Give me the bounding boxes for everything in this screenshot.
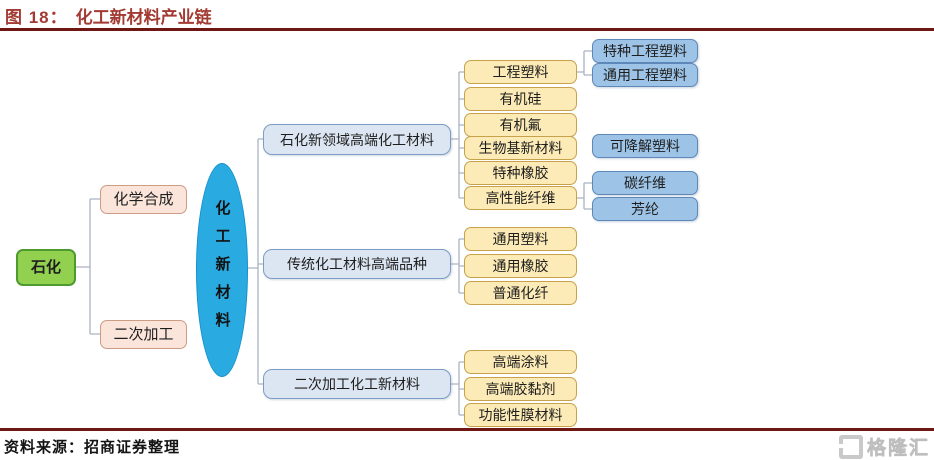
hub-label: 化工新材料 bbox=[213, 200, 231, 340]
node-engineering-plastics: 工程塑料 bbox=[464, 60, 577, 84]
node-carbon-fiber: 碳纤维 bbox=[592, 171, 698, 195]
connector-high-performance-fiber-to-leaves bbox=[577, 182, 592, 210]
node-chemical-new-materials-hub: 化工新材料 bbox=[196, 163, 248, 377]
node-ordinary-chemical-fiber: 普通化纤 bbox=[464, 281, 577, 305]
node-high-end-adhesives: 高端胶黏剂 bbox=[464, 377, 577, 401]
node-secondary-processing: 二次加工 bbox=[100, 320, 187, 349]
node-organofluorine: 有机氟 bbox=[464, 113, 577, 137]
node-aramid: 芳纶 bbox=[592, 197, 698, 221]
node-specialty-rubber: 特种橡胶 bbox=[464, 161, 577, 185]
gelonghui-watermark-text: 格隆汇 bbox=[866, 438, 930, 460]
node-general-plastics: 通用塑料 bbox=[464, 227, 577, 251]
figure-title-text: 化工新材料产业链 bbox=[75, 8, 212, 27]
figure-title: 图 18： 化工新材料产业链 bbox=[5, 3, 212, 28]
node-petrochemical: 石化 bbox=[16, 249, 76, 286]
node-high-end-coatings: 高端涂料 bbox=[464, 350, 577, 374]
top-divider-rule bbox=[0, 28, 934, 31]
connector-branch2-to-children bbox=[451, 238, 464, 294]
node-specialty-engineering-plastics: 特种工程塑料 bbox=[592, 39, 698, 63]
connector-hub-to-branches bbox=[246, 138, 263, 385]
connector-branch3-to-children bbox=[451, 361, 464, 416]
source-note: 资料来源：招商证券整理 bbox=[4, 439, 181, 456]
figure-number-label: 图 18： bbox=[5, 8, 68, 27]
node-chemical-synthesis: 化学合成 bbox=[100, 185, 187, 214]
node-petrochemical-new-field-high-end-materials: 石化新领域高端化工材料 bbox=[263, 124, 451, 155]
connector-engineering-plastics-to-leaves bbox=[577, 50, 592, 76]
node-organosilicon: 有机硅 bbox=[464, 87, 577, 111]
node-bio-based-new-materials: 生物基新材料 bbox=[464, 136, 577, 160]
node-high-performance-fiber: 高性能纤维 bbox=[464, 186, 577, 210]
node-general-engineering-plastics: 通用工程塑料 bbox=[592, 63, 698, 87]
node-secondary-processed-chemical-new-materials: 二次加工化工新材料 bbox=[263, 369, 451, 399]
gelonghui-watermark: 格隆汇 bbox=[838, 433, 930, 460]
bottom-divider-rule bbox=[0, 428, 934, 431]
connector-root-to-processes bbox=[76, 198, 100, 335]
gelonghui-g-icon bbox=[838, 434, 863, 459]
node-functional-film-materials: 功能性膜材料 bbox=[464, 403, 577, 427]
node-degradable-plastics: 可降解塑料 bbox=[592, 134, 698, 158]
connector-branch1-to-children bbox=[451, 71, 464, 199]
node-general-rubber: 通用橡胶 bbox=[464, 254, 577, 278]
node-traditional-chemical-materials-high-end: 传统化工材料高端品种 bbox=[263, 249, 451, 279]
